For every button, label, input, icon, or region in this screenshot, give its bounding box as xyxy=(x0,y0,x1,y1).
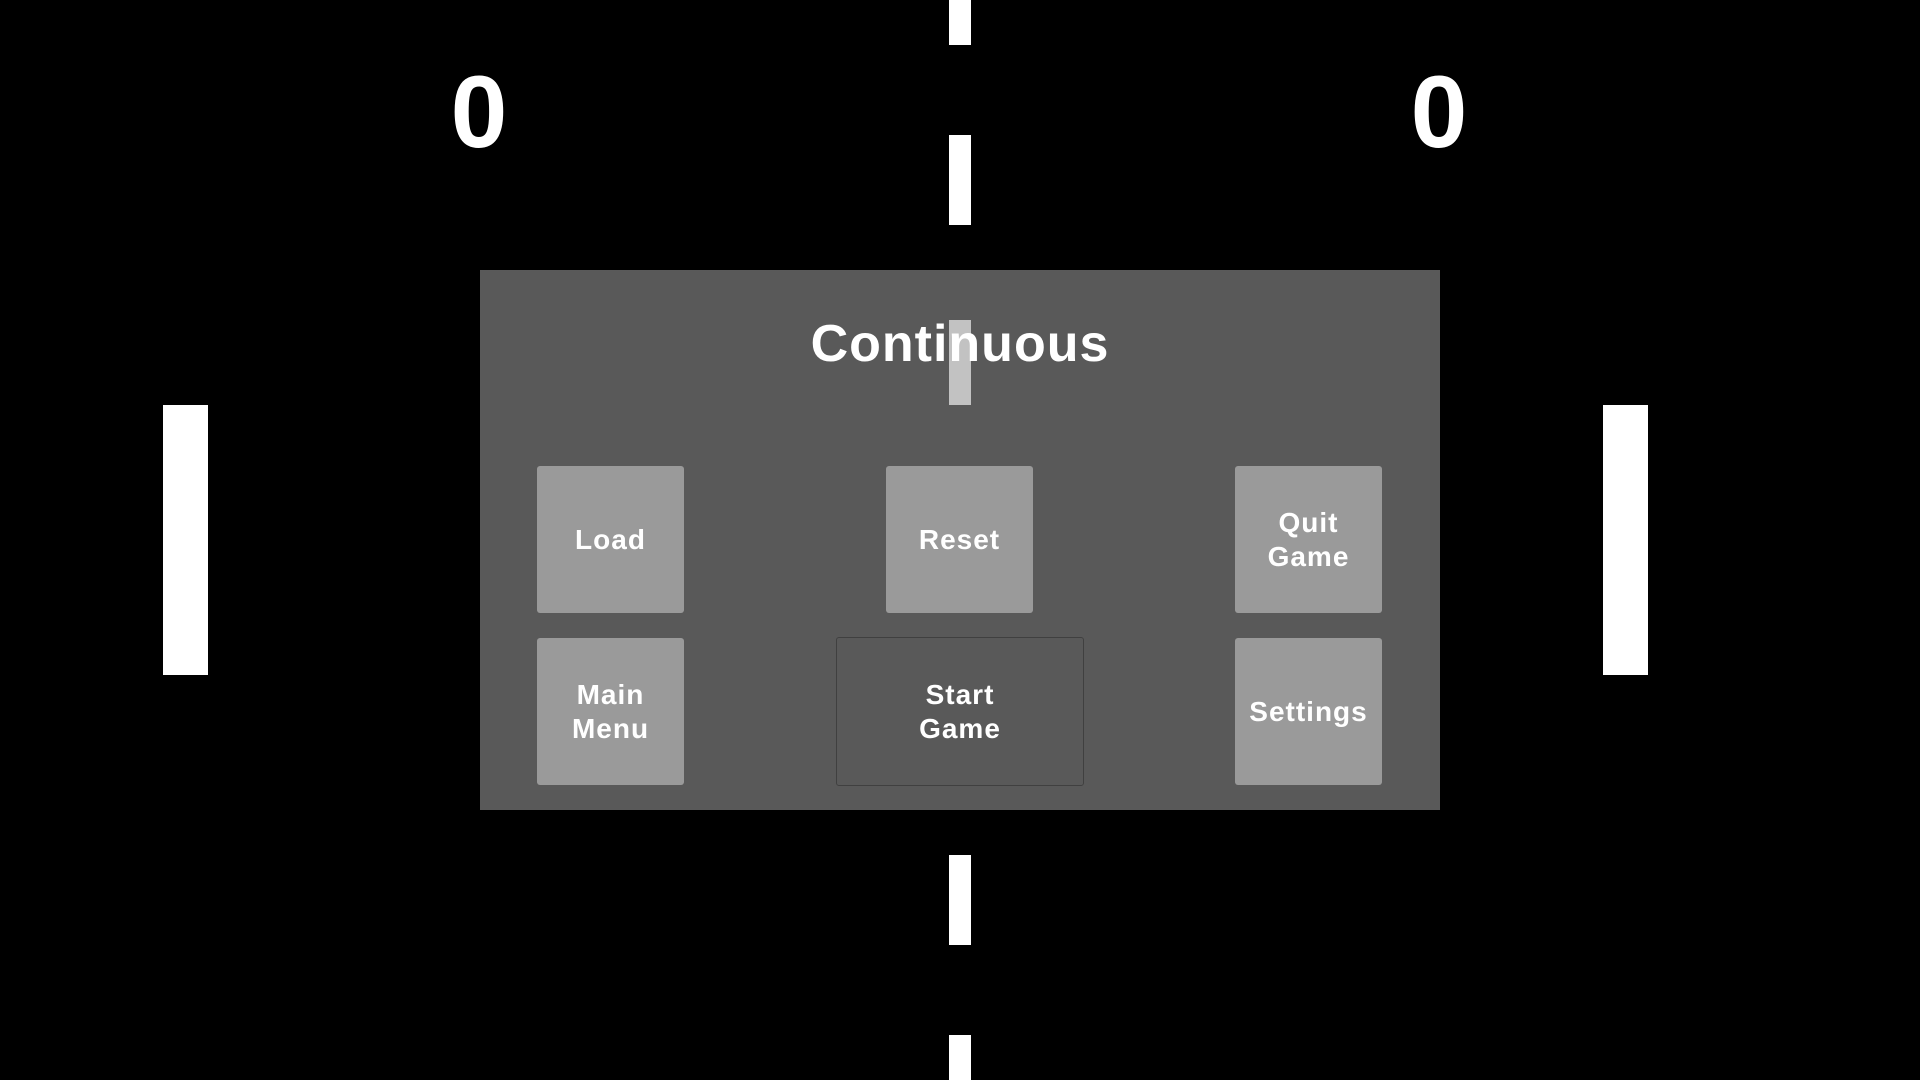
main-menu-button[interactable]: Main Menu xyxy=(537,638,684,785)
settings-button[interactable]: Settings xyxy=(1235,638,1382,785)
left-paddle xyxy=(163,405,208,675)
load-button[interactable]: Load xyxy=(537,466,684,613)
pause-menu-panel: Continuous Load Reset Quit Game Main Men… xyxy=(480,270,1440,810)
center-net-dash xyxy=(949,855,971,945)
reset-button[interactable]: Reset xyxy=(886,466,1033,613)
center-net-dash xyxy=(949,1035,971,1080)
quit-game-button[interactable]: Quit Game xyxy=(1235,466,1382,613)
game-mode-title: Continuous xyxy=(810,315,1110,373)
center-net-dash xyxy=(949,0,971,45)
left-player-score: 0 xyxy=(450,55,508,169)
center-net-dash xyxy=(949,320,971,405)
right-paddle xyxy=(1603,405,1648,675)
start-game-button[interactable]: Start Game xyxy=(836,637,1084,786)
center-net-dash xyxy=(949,135,971,225)
right-player-score: 0 xyxy=(1410,55,1468,169)
